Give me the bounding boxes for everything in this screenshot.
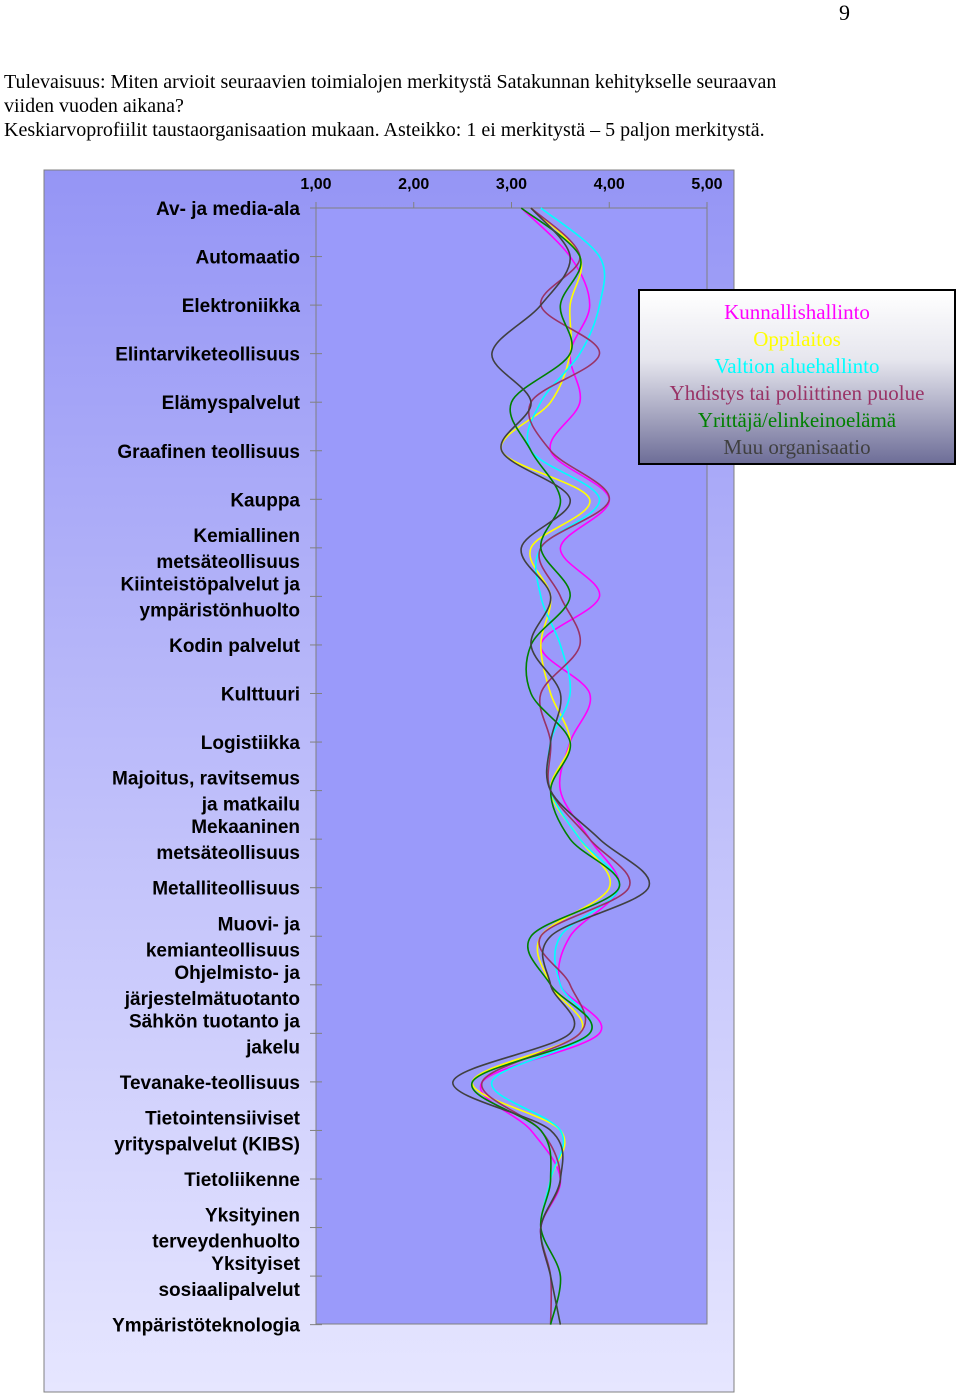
legend-item: Kunnallishallinto bbox=[724, 300, 870, 324]
intro-line-3: Keskiarvoprofiilit taustaorganisaation m… bbox=[4, 119, 765, 141]
legend-item: Valtion aluehallinto bbox=[714, 354, 880, 378]
intro-line-2: viiden vuoden aikana? bbox=[4, 95, 184, 117]
category-label: Automaatio bbox=[196, 248, 301, 269]
category-label: Elämyspalvelut bbox=[162, 393, 301, 414]
legend-item: Yrittäjä/elinkeinoelämä bbox=[697, 408, 897, 432]
category-label: Ympäristöteknologia bbox=[112, 1316, 300, 1337]
legend-item: Yhdistys tai poliittinen puolue bbox=[669, 381, 925, 405]
category-label: Kodin palvelut bbox=[169, 636, 301, 657]
category-label: Logistiikka bbox=[201, 733, 301, 754]
category-label: Kulttuuri bbox=[221, 685, 300, 706]
category-label: Kauppa bbox=[230, 490, 300, 511]
legend-item: Muu organisaatio bbox=[723, 435, 871, 459]
x-tick-label: 1,00 bbox=[300, 176, 331, 193]
axis-group: 1,00 2,00 3,00 4,00 5,00 bbox=[300, 176, 723, 208]
category-label: Metalliteollisuus bbox=[152, 879, 300, 900]
category-label: Elektroniikka bbox=[182, 296, 301, 317]
category-label: Elintarviketeollisuus bbox=[115, 345, 300, 366]
category-label: Graafinen teollisuus bbox=[117, 442, 300, 463]
x-tick-label: 4,00 bbox=[594, 176, 625, 193]
category-label: Av- ja media-ala bbox=[156, 199, 300, 220]
series-line bbox=[452, 207, 651, 1325]
intro-text: Tulevaisuus: Miten arvioit seuraavien to… bbox=[4, 70, 904, 142]
category-labels: Av- ja media-alaAutomaatioElektroniikkaE… bbox=[112, 199, 322, 1337]
page-number: 9 bbox=[839, 0, 850, 25]
category-label: Tietoliikenne bbox=[184, 1170, 300, 1191]
legend-item: Oppilaitos bbox=[753, 327, 841, 351]
x-tick-label: 3,00 bbox=[496, 176, 527, 193]
category-label: Tevanake-teollisuus bbox=[120, 1073, 300, 1094]
intro-line-1: Tulevaisuus: Miten arvioit seuraavien to… bbox=[4, 71, 777, 93]
series-lines bbox=[452, 207, 651, 1325]
x-tick-label: 2,00 bbox=[398, 176, 429, 193]
x-tick-label: 5,00 bbox=[691, 176, 722, 193]
